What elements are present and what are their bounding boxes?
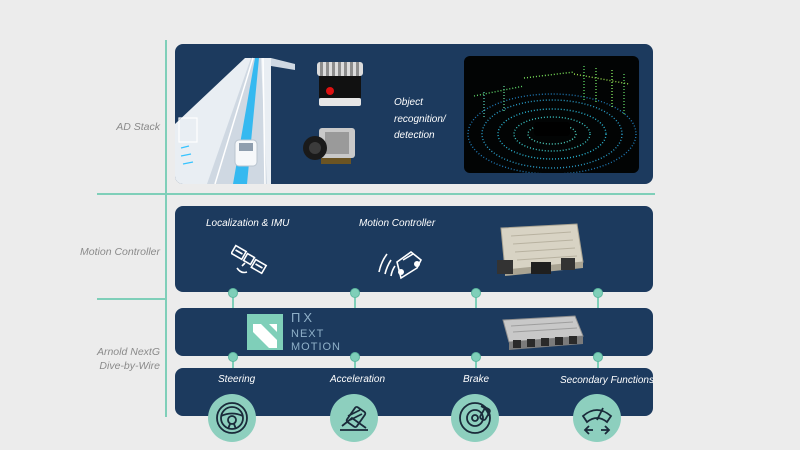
nextmotion-logo-icon bbox=[247, 314, 283, 350]
connector-dot-1a bbox=[228, 288, 238, 298]
localization-imu-label: Localization & IMU bbox=[206, 216, 289, 232]
car-sensor-icon bbox=[375, 244, 425, 280]
row-divider-motion bbox=[97, 298, 167, 300]
secondary-functions-circle bbox=[573, 394, 621, 442]
steering-circle bbox=[208, 394, 256, 442]
secondary-functions-label: Secondary Functions bbox=[560, 373, 654, 389]
wiper-icon bbox=[573, 394, 621, 442]
ad-stack-panel: Object recognition/ detection bbox=[175, 44, 653, 184]
object-detection-label: Object recognition/ detection bbox=[394, 95, 446, 145]
motion-controller-unit-image bbox=[491, 220, 587, 280]
satellite-icon bbox=[231, 244, 269, 278]
motion-controller-label: Motion Controller bbox=[359, 216, 435, 232]
connector-dot-4a bbox=[593, 288, 603, 298]
connector-dot-2a bbox=[350, 288, 360, 298]
lidar-sensor-image bbox=[313, 58, 367, 110]
nextmotion-mark: ΠX bbox=[291, 312, 315, 324]
acceleration-label: Acceleration bbox=[330, 372, 385, 388]
steering-label: Steering bbox=[218, 372, 255, 388]
row-divider-ad bbox=[97, 193, 655, 195]
row-label-ad-stack: AD Stack bbox=[60, 120, 160, 134]
object-detection-line2: recognition/ bbox=[394, 112, 446, 129]
brake-circle bbox=[451, 394, 499, 442]
point-cloud-image bbox=[464, 56, 639, 173]
row-label-motion-controller: Motion Controller bbox=[40, 245, 160, 259]
motion-controller-panel: Localization & IMU Motion Controller bbox=[175, 206, 653, 292]
nextmotion-word-next: NEXT bbox=[291, 328, 324, 340]
nextmotion-word-motion: MOTION bbox=[291, 341, 341, 353]
row-label-arnold: Arnold NextG Dive-by-Wire bbox=[40, 345, 160, 373]
row-divider-vertical bbox=[165, 40, 167, 417]
brake-label: Brake bbox=[463, 372, 489, 388]
steering-wheel-icon bbox=[208, 394, 256, 442]
connector-dot-2b bbox=[350, 352, 360, 362]
brake-disc-icon bbox=[451, 394, 499, 442]
pedal-icon bbox=[330, 394, 378, 442]
object-detection-line1: Object bbox=[394, 95, 446, 112]
connector-dot-4b bbox=[593, 352, 603, 362]
row-label-arnold-line1: Arnold NextG bbox=[40, 345, 160, 359]
camera-sensor-image bbox=[301, 122, 361, 170]
object-detection-line3: detection bbox=[394, 128, 446, 145]
road-illustration bbox=[175, 44, 295, 184]
connector-dot-3a bbox=[471, 288, 481, 298]
row-label-arnold-line2: Dive-by-Wire bbox=[40, 359, 160, 373]
drive-by-wire-unit-image bbox=[497, 314, 585, 350]
connector-dot-1b bbox=[228, 352, 238, 362]
drive-by-wire-panel: ΠX NEXT MOTION bbox=[175, 308, 653, 356]
acceleration-circle bbox=[330, 394, 378, 442]
connector-dot-3b bbox=[471, 352, 481, 362]
